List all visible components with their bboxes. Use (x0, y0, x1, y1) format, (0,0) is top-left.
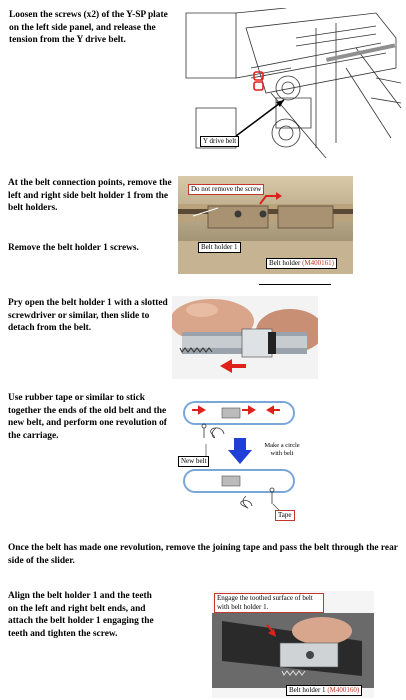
figure-attach-holder: Engage the toothed surface of belt with … (212, 591, 374, 698)
machine-line-drawing (185, 8, 402, 159)
step-4-text: Pry open the belt holder 1 with a slotte… (8, 298, 168, 334)
belt-holder-1-bottom-text: Belt holder 1 (289, 686, 328, 694)
figure-pry-open (172, 296, 318, 379)
circle-note-label: Make a circle with belt (264, 442, 300, 457)
belt-revolution-diagram (183, 401, 295, 513)
belt-holder-main-text: Belt holder (269, 259, 303, 267)
new-belt-label: New belt (178, 456, 210, 467)
figure-belt-revolution: New belt Make a circle with belt Tape (176, 392, 306, 530)
belt-holder-1-label: Belt holder 1 (198, 242, 241, 253)
do-not-remove-screw-label: Do not remove the screw (188, 184, 265, 195)
belt-holder-main-label: Belt holder (M400161) (266, 258, 337, 269)
figure-belt-holders: Do not remove the screw Belt holder 1 Be… (178, 176, 353, 274)
belt-holder-1-bottom-label: Belt holder 1 (M400160) (286, 685, 363, 696)
belt-holder-1-bottom-code: (M400160) (327, 686, 360, 694)
step-5-text: Use rubber tape or similar to stick toge… (8, 393, 167, 441)
step-7-text: Align the belt holder 1 and the teeth on… (8, 591, 154, 639)
tape-label: Tape (275, 510, 295, 521)
engage-note-label: Engage the toothed surface of belt with … (214, 593, 324, 613)
step-2-text: At the belt connection points, remove th… (8, 178, 172, 214)
divider-line (259, 284, 331, 285)
pry-open-photo (172, 296, 318, 379)
y-drive-belt-label: Y drive belt (200, 136, 240, 147)
belt-holder-main-code: (M400161) (302, 259, 334, 267)
figure-y-drive-belt: Y drive belt (176, 8, 402, 160)
step-1-text: Loosen the screws (x2) of the Y-SP plate… (9, 10, 168, 46)
step-6-text: Once the belt has made one revolution, r… (8, 543, 398, 566)
step-3-text: Remove the belt holder 1 screws. (8, 243, 139, 253)
